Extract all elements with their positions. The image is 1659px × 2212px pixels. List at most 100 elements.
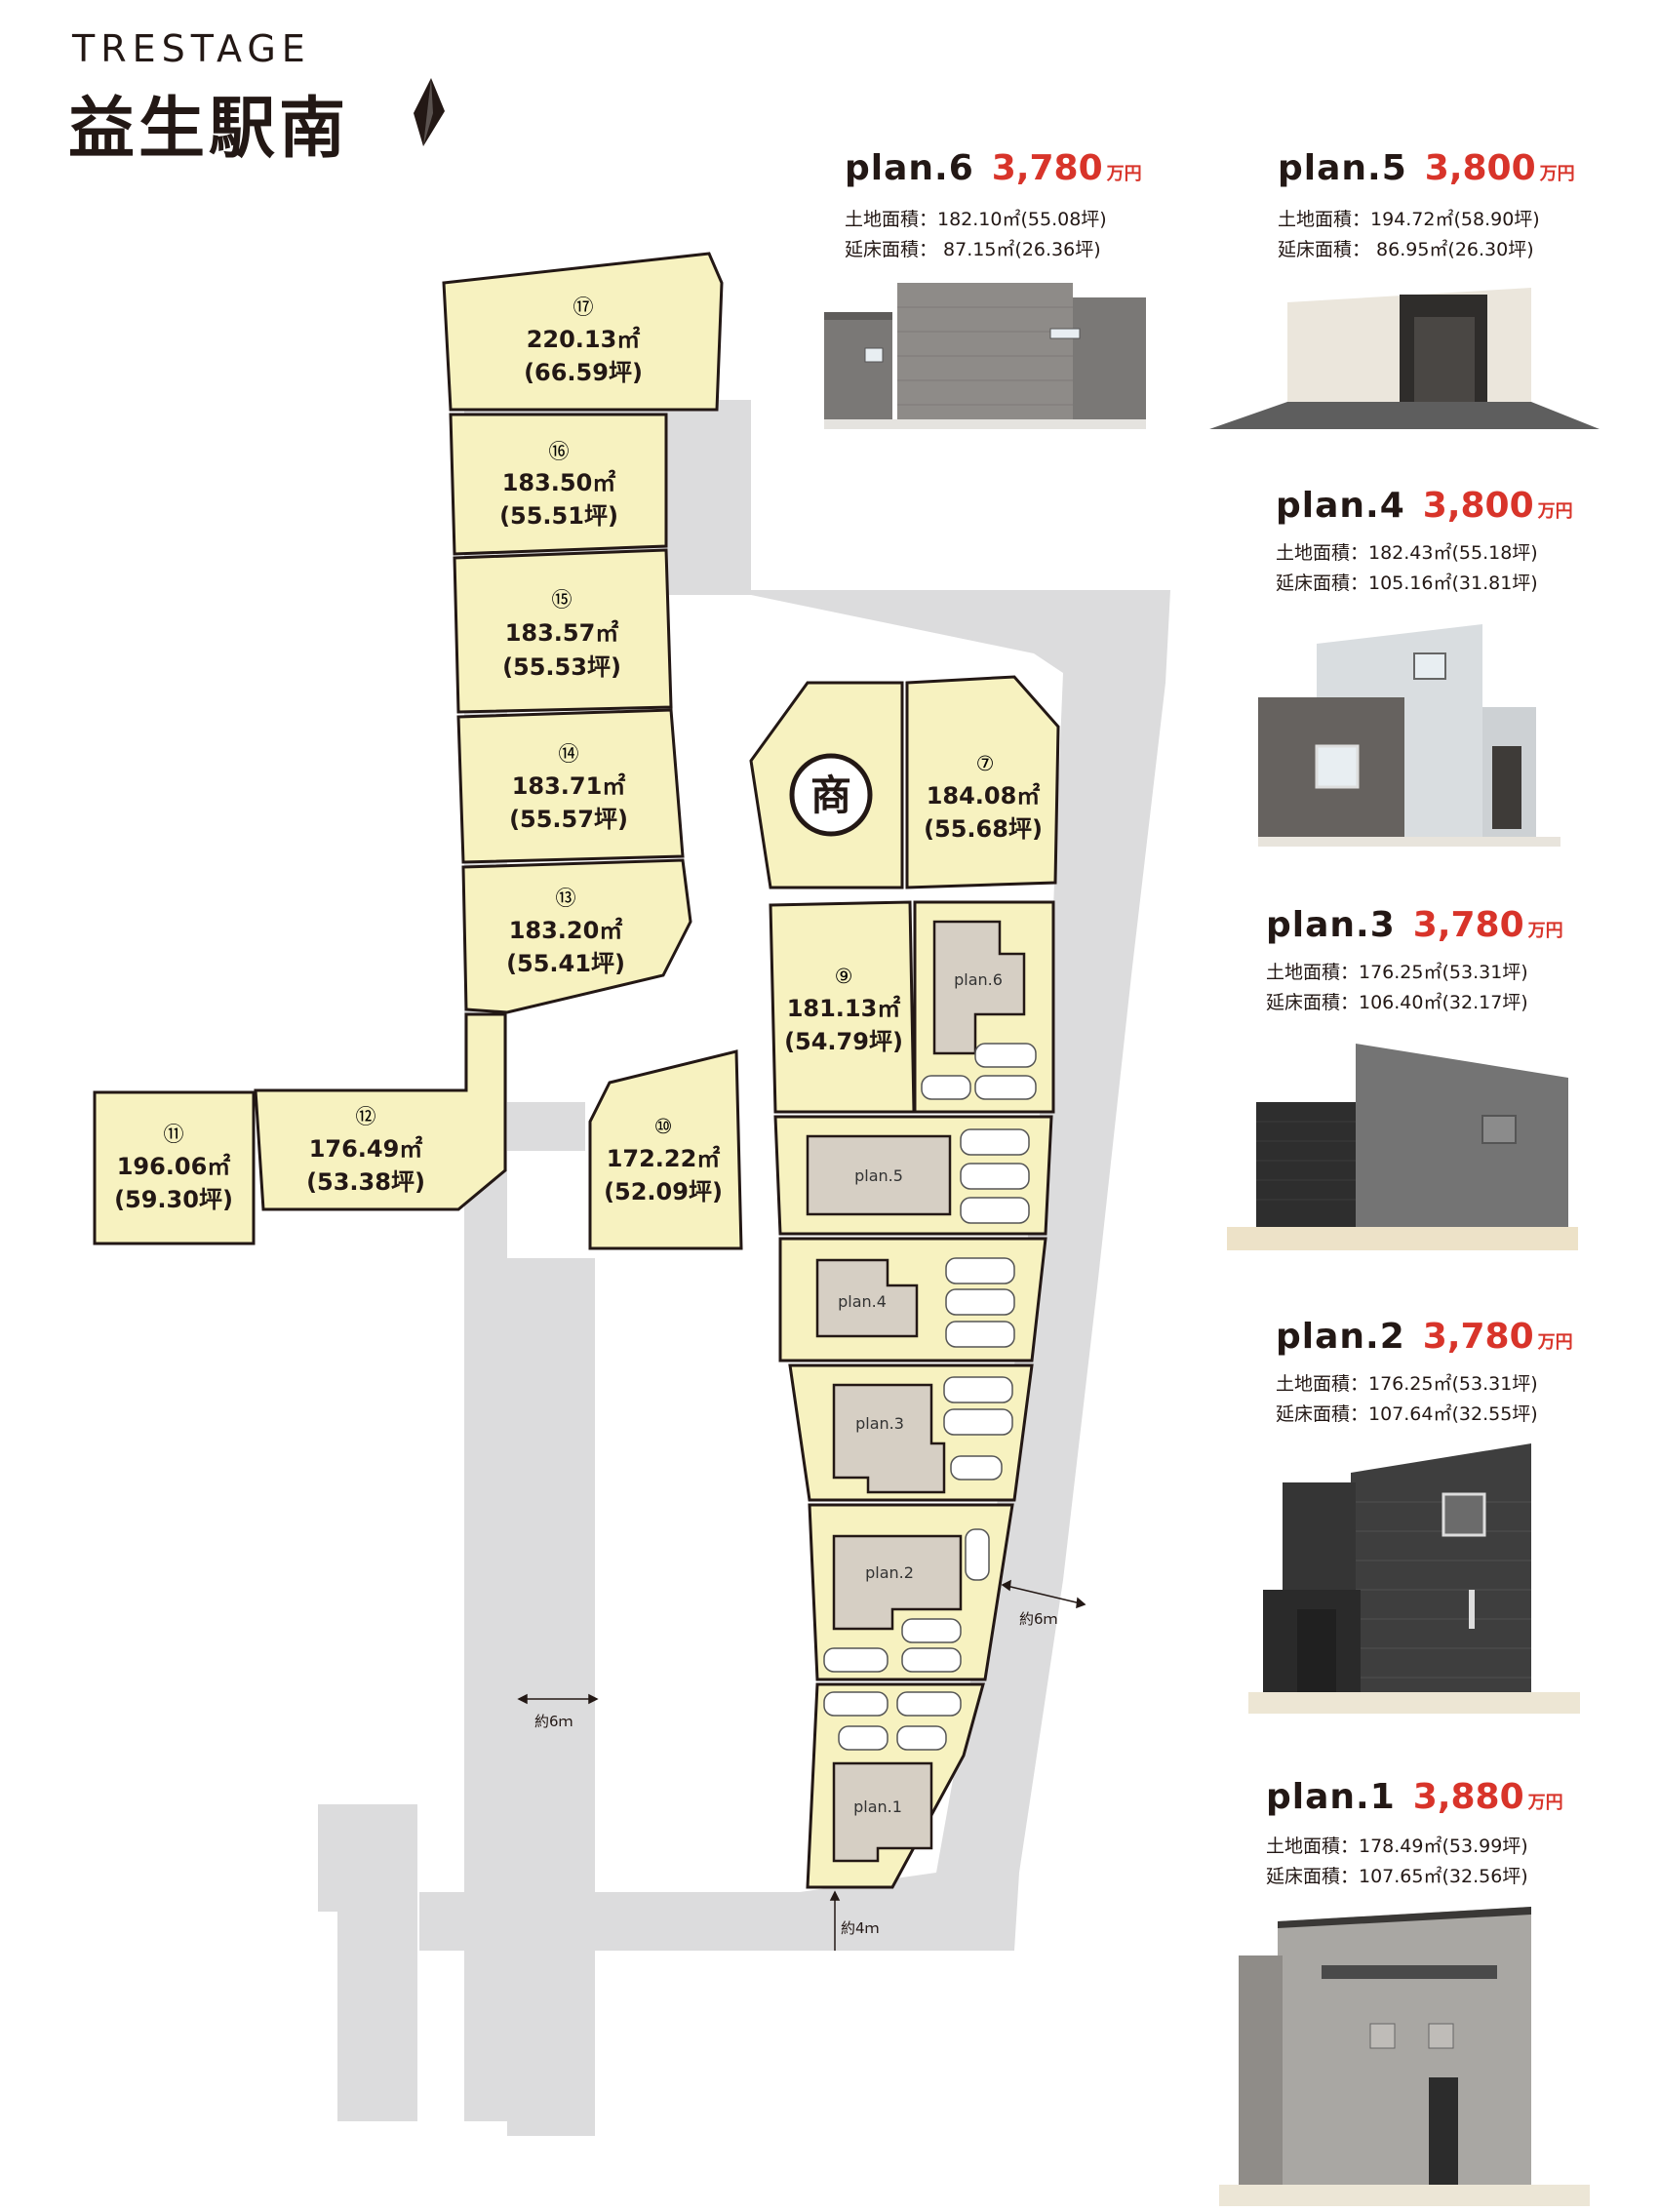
commercial-mark: 商 — [810, 771, 851, 819]
plan1-land-area: 土地面積：178.49㎡(53.99坪) — [1266, 1836, 1528, 1857]
car — [943, 1408, 1013, 1436]
plan2-info: 土地面積：176.25㎡(53.31坪) 延床面積：107.64㎡(32.55坪… — [1276, 1369, 1538, 1430]
parking-cars — [823, 1043, 1037, 1751]
lot-14 — [456, 708, 685, 864]
car — [950, 1455, 1003, 1481]
plan6-info: 土地面積：182.10㎡(55.08坪) 延床面積： 87.15㎡(26.36坪… — [845, 205, 1107, 265]
building-footprints — [806, 920, 1026, 1863]
lot-17-tsubo: (66.59坪) — [524, 359, 643, 386]
plan6-land-area: 土地面積：182.10㎡(55.08坪) — [845, 209, 1107, 230]
car — [896, 1691, 962, 1717]
plan5-info: 土地面積：194.72㎡(58.90坪) 延床面積： 86.95㎡(26.30坪… — [1278, 205, 1540, 265]
plan3-price: 3,780 — [1412, 905, 1524, 945]
lot-9-area: 181.13㎡ — [787, 995, 901, 1022]
car — [896, 1725, 947, 1751]
plan2-house-image — [1248, 1443, 1580, 1714]
plan5-name: plan.5 — [1278, 148, 1407, 188]
car — [965, 1528, 990, 1581]
plan3-floor-area: 延床面積：106.40㎡(32.17坪) — [1266, 992, 1528, 1013]
car — [960, 1163, 1030, 1190]
lot-13-no: ⑬ — [556, 887, 576, 910]
building-plan2 — [832, 1534, 963, 1631]
map-label-plan5: plan.5 — [854, 1166, 903, 1185]
plan5-house-image — [1209, 288, 1600, 429]
lot-12 — [254, 1012, 507, 1211]
lot-9-no: ⑨ — [835, 965, 853, 988]
plan3-land-area: 土地面積：176.25㎡(53.31坪) — [1266, 962, 1528, 983]
plan3-house-image — [1227, 1044, 1578, 1250]
lot-12-tsubo: (53.38坪) — [306, 1168, 425, 1196]
lot-labels: ⑰ 220.13㎡ (66.59坪) ⑯ 183.50㎡ (55.51坪) ⑮ … — [114, 296, 1043, 1213]
plan3-name: plan.3 — [1266, 905, 1396, 945]
lot-7-area: 184.08㎡ — [927, 782, 1041, 810]
car — [945, 1321, 1015, 1348]
lot-11-tsubo: (59.30坪) — [114, 1186, 233, 1213]
lot-7-no: ⑦ — [976, 752, 995, 775]
lot-10 — [588, 1049, 743, 1250]
lot-15 — [453, 548, 673, 714]
building-plan4 — [815, 1258, 919, 1338]
car — [823, 1691, 889, 1717]
map-label-plan2: plan.2 — [865, 1563, 914, 1582]
map-label-plan4: plan.4 — [838, 1292, 887, 1311]
plan4-info: 土地面積：182.43㎡(55.18坪) 延床面積：105.16㎡(31.81坪… — [1276, 538, 1538, 599]
plan2-price-unit: 万円 — [1537, 1332, 1573, 1353]
plan4-house-image — [1258, 624, 1560, 847]
lot-11-area: 196.06㎡ — [117, 1153, 231, 1180]
north-arrow-icon — [414, 78, 445, 146]
lot-9-tsubo: (54.79坪) — [784, 1028, 903, 1055]
road-dimension-markers — [517, 1579, 1086, 1951]
plan5-price: 3,800 — [1424, 148, 1536, 188]
plan2-name: plan.2 — [1276, 1317, 1405, 1357]
road-width-east: 約6ｍ — [1019, 1610, 1058, 1628]
lot-13 — [461, 858, 692, 1014]
plan4-name: plan.4 — [1276, 486, 1405, 526]
lot-10-no: ⑩ — [654, 1115, 673, 1138]
lot-11-no: ⑪ — [164, 1123, 184, 1146]
plan6-name: plan.6 — [845, 148, 974, 188]
plan5-land-area: 土地面積：194.72㎡(58.90坪) — [1278, 209, 1540, 230]
plan6-price-unit: 万円 — [1106, 164, 1142, 184]
plan6-house-image — [824, 283, 1146, 429]
road-width-west: 約6ｍ — [534, 1713, 573, 1730]
plan1-price-unit: 万円 — [1527, 1793, 1563, 1813]
car — [960, 1197, 1030, 1224]
plan-labels: plan.6 plan.5 plan.4 plan.3 plan.2 plan.… — [838, 970, 1003, 1816]
building-plan6 — [932, 920, 1026, 1055]
car — [921, 1075, 971, 1100]
lot-17-area: 220.13㎡ — [527, 326, 641, 353]
lot-13-tsubo: (55.41坪) — [506, 950, 625, 977]
car — [943, 1376, 1013, 1403]
plan1-name: plan.1 — [1266, 1777, 1396, 1817]
lot-16-no: ⑯ — [549, 440, 570, 463]
plan4-price-unit: 万円 — [1537, 501, 1573, 522]
car — [960, 1128, 1030, 1156]
plan6-floor-area: 延床面積： 87.15㎡(26.36坪) — [845, 239, 1101, 260]
plan2-price: 3,780 — [1422, 1317, 1534, 1357]
plan1-info: 土地面積：178.49㎡(53.99坪) 延床面積：107.65㎡(32.56坪… — [1266, 1832, 1528, 1892]
building-plan1 — [832, 1761, 933, 1863]
lot-17-no: ⑰ — [573, 296, 594, 319]
lot-15-no: ⑮ — [552, 588, 573, 612]
lot-10-area: 172.22㎡ — [607, 1145, 721, 1172]
lot-7-tsubo: (55.68坪) — [924, 815, 1043, 843]
lot-16 — [449, 413, 668, 556]
lot-7 — [905, 675, 1060, 889]
building-plan3 — [832, 1383, 946, 1494]
map-label-plan3: plan.3 — [855, 1414, 904, 1433]
plan1-price: 3,880 — [1412, 1777, 1524, 1817]
lot-13-area: 183.20㎡ — [509, 917, 623, 944]
lot-17 — [442, 252, 724, 412]
lot-16-tsubo: (55.51坪) — [499, 502, 618, 530]
lot-16-area: 183.50㎡ — [502, 469, 616, 496]
building-plan5 — [806, 1134, 952, 1216]
lot-15-area: 183.57㎡ — [505, 619, 619, 647]
plan1-house-image — [1219, 1907, 1590, 2206]
plan5-price-unit: 万円 — [1539, 164, 1575, 184]
